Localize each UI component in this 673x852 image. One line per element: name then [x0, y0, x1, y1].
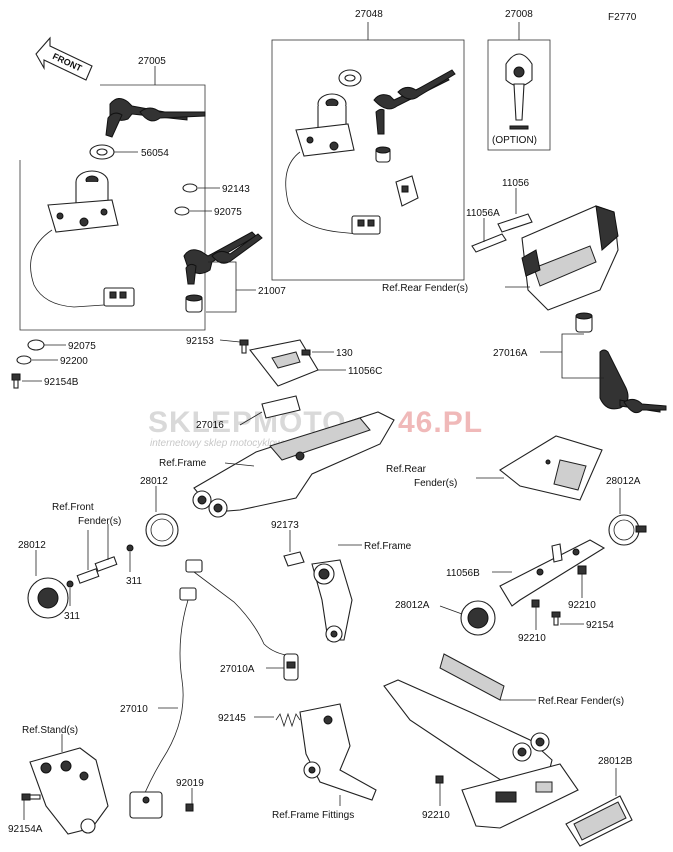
- label-28012a-left: 28012A: [395, 600, 430, 611]
- label-92154b: 92154B: [44, 377, 79, 388]
- spring-92145: [275, 712, 301, 728]
- nut-92210-b: [531, 599, 540, 608]
- front-arrow-icon: FRONT: [35, 36, 93, 81]
- label-92173: 92173: [271, 520, 299, 531]
- frame-section: [192, 411, 395, 518]
- label-11056a: 11056A: [466, 208, 500, 219]
- label-ref-front-fender-a: Ref.Front: [52, 502, 94, 513]
- label-311-a: 311: [64, 611, 80, 622]
- reflector-28012a-right: [608, 514, 647, 546]
- watermark-brand-right: 46.PL: [398, 406, 483, 439]
- bracket-11056b: [499, 539, 606, 607]
- label-92210-a: 92210: [568, 600, 596, 611]
- frame-fittings-bracket: [299, 703, 377, 801]
- label-11056b: 11056B: [446, 568, 480, 579]
- label-ref-rear-fender-2a: Ref.Rear: [386, 464, 427, 475]
- label-311-b: 311: [126, 576, 142, 587]
- washer-92075: [174, 206, 190, 216]
- washer-92200: [16, 355, 32, 365]
- label-27010a: 27010A: [220, 664, 255, 675]
- label-option: (OPTION): [492, 135, 537, 146]
- label-ref-rear-fender-1: Ref.Rear Fender(s): [382, 283, 468, 294]
- label-28012-left: 28012: [18, 540, 46, 551]
- label-92200: 92200: [60, 356, 88, 367]
- label-ref-rear-fender-2b: Fender(s): [414, 478, 457, 489]
- label-28012a-right: 28012A: [606, 476, 641, 487]
- stand-bracket: [21, 747, 109, 835]
- label-27010: 27010: [120, 704, 148, 715]
- label-92075-b: 92075: [68, 341, 96, 352]
- connector-icon: [103, 287, 135, 307]
- label-ref-rear-fender-3: Ref.Rear Fender(s): [538, 696, 624, 707]
- watermark: SKLEPMOTO 46.PL internetowy sklep motocy…: [148, 406, 483, 449]
- bracket-11056c: [239, 339, 319, 387]
- label-28012b: 28012B: [598, 756, 633, 767]
- label-92210-b: 92210: [518, 633, 546, 644]
- reflector-28012b: [565, 795, 633, 847]
- key-27016a: [599, 349, 667, 414]
- rear-fender-plate: [499, 435, 603, 501]
- washer-92075-b: [27, 339, 45, 351]
- label-21007: 21007: [258, 286, 286, 297]
- label-ref-frame-1: Ref.Frame: [159, 458, 207, 469]
- label-92019: 92019: [176, 778, 204, 789]
- label-130: 130: [336, 348, 353, 359]
- label-28012-top: 28012: [140, 476, 168, 487]
- label-92153: 92153: [186, 336, 214, 347]
- part-27016: [261, 395, 301, 419]
- nut-92210-c: [435, 775, 444, 784]
- label-56054: 56054: [141, 148, 169, 159]
- label-27048: 27048: [355, 9, 383, 20]
- ignition-switch-set-27048: [271, 22, 465, 281]
- reflector-28012a-left: [460, 600, 496, 636]
- frame-bracket: [283, 551, 353, 643]
- reflector-28012-top: [145, 513, 179, 547]
- bolt-92154b: [11, 373, 21, 389]
- watermark-tagline: internetowy sklep motocyklowy: [150, 438, 288, 449]
- key-set-21007: [183, 231, 263, 313]
- ignition-switch-body: [47, 170, 119, 233]
- label-ref-frame-fittings: Ref.Frame Fittings: [272, 810, 354, 821]
- label-92145: 92145: [218, 713, 246, 724]
- nut-92210-a: [577, 565, 587, 575]
- label-ref-front-fender-b: Fender(s): [78, 516, 121, 527]
- nut-92019: [185, 803, 194, 812]
- bolt-92154: [551, 611, 561, 626]
- rear-fender-tail: [383, 653, 579, 829]
- label-ref-frame-2: Ref.Frame: [364, 541, 412, 552]
- label-92154: 92154: [586, 620, 614, 631]
- key-icon: [105, 98, 206, 138]
- label-27005: 27005: [138, 56, 166, 67]
- label-27008: 27008: [505, 9, 533, 20]
- label-ref-stands: Ref.Stand(s): [22, 725, 78, 736]
- label-11056c: 11056C: [348, 366, 382, 377]
- diagram-code: F2770: [608, 12, 637, 23]
- label-92075-a: 92075: [214, 207, 242, 218]
- mount-bolts: [66, 544, 134, 588]
- label-92154a: 92154A: [8, 824, 43, 835]
- bracket-11056a: [471, 233, 507, 253]
- label-92143: 92143: [222, 184, 250, 195]
- bracket-11056: [497, 213, 533, 233]
- reflector-28012-left: [27, 577, 69, 619]
- rear-cover-assembly: [471, 205, 619, 333]
- label-92210-c: 92210: [422, 810, 450, 821]
- ignition-switch-set-27005: [19, 66, 206, 331]
- option-key-27008: [487, 22, 551, 151]
- clip-92173: [283, 551, 305, 567]
- label-27016: 27016: [196, 420, 224, 431]
- label-27016a: 27016A: [493, 348, 528, 359]
- label-11056: 11056: [502, 178, 530, 189]
- switch-cable-27010: [129, 559, 299, 819]
- washer-92143: [182, 183, 198, 193]
